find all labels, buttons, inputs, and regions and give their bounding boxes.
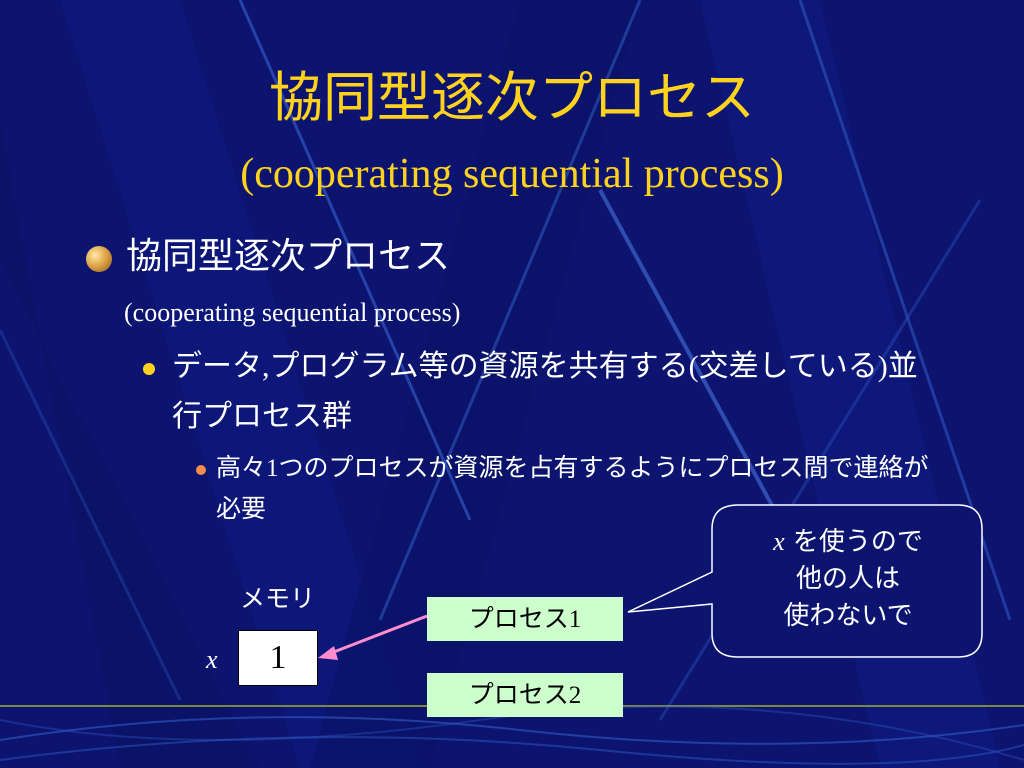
bubble-line2: 他の人は <box>795 564 900 594</box>
bubble-line: x を使うので <box>718 523 978 561</box>
bubble-line3: 使わないで <box>783 601 913 631</box>
page-subtitle: (cooperating sequential process) <box>240 151 784 197</box>
bullet-icon <box>86 246 112 272</box>
speech-bubble <box>627 504 983 658</box>
bullet-level2-part: , <box>262 350 270 383</box>
bullet-level2-part: データ <box>172 349 262 384</box>
bullet-level2-part: 並行プロセス群 <box>172 349 918 434</box>
process2-number: 2 <box>568 682 582 709</box>
bullet-level3-text: 高々1つのプロセスが資源を占有するようにプロセス間で連絡が必要 <box>216 448 946 529</box>
memory-label: メモリ <box>240 584 316 613</box>
process2-box: プロセス2 <box>427 673 623 717</box>
variable-label: x <box>206 645 218 674</box>
bullet-level2-part: ( <box>688 350 699 383</box>
speech-bubble-text: x を使うので 他の人は 使わないで <box>718 523 978 635</box>
process1-box: プロセス1 <box>427 597 623 641</box>
bubble-line1: を使うので <box>784 527 923 557</box>
process1-number: 1 <box>568 606 582 633</box>
bullet-level3-part: 高々 <box>216 453 267 482</box>
bullet-level2-part: プログラム等の資源を共有する <box>269 349 689 384</box>
process1-label: プロセス <box>468 604 569 633</box>
page-title: 協同型逐次プロセス <box>269 66 755 129</box>
bullet-small-dot-icon <box>196 465 206 475</box>
bullet-level2-part: 交差している <box>698 349 878 384</box>
memory-cell: 1 <box>238 630 318 686</box>
bullet-level1-text: 協同型逐次プロセス <box>126 236 451 277</box>
bullet-level1-subtext: (cooperating sequential process) <box>124 298 461 327</box>
process2-label: プロセス <box>468 680 569 709</box>
bullet-level3-part: 1 <box>266 455 279 482</box>
bubble-variable: x <box>773 527 785 556</box>
memory-access-arrow <box>318 614 428 660</box>
bullet-level2-part: ) <box>877 350 888 383</box>
bullet-level2-text: データ,プログラム等の資源を共有する(交差している)並行プロセス群 <box>172 342 942 442</box>
bullet-level3-part: つのプロセスが資源を占有するようにプロセス間で連絡が必要 <box>216 453 929 523</box>
bullet-dot-icon <box>143 363 155 375</box>
